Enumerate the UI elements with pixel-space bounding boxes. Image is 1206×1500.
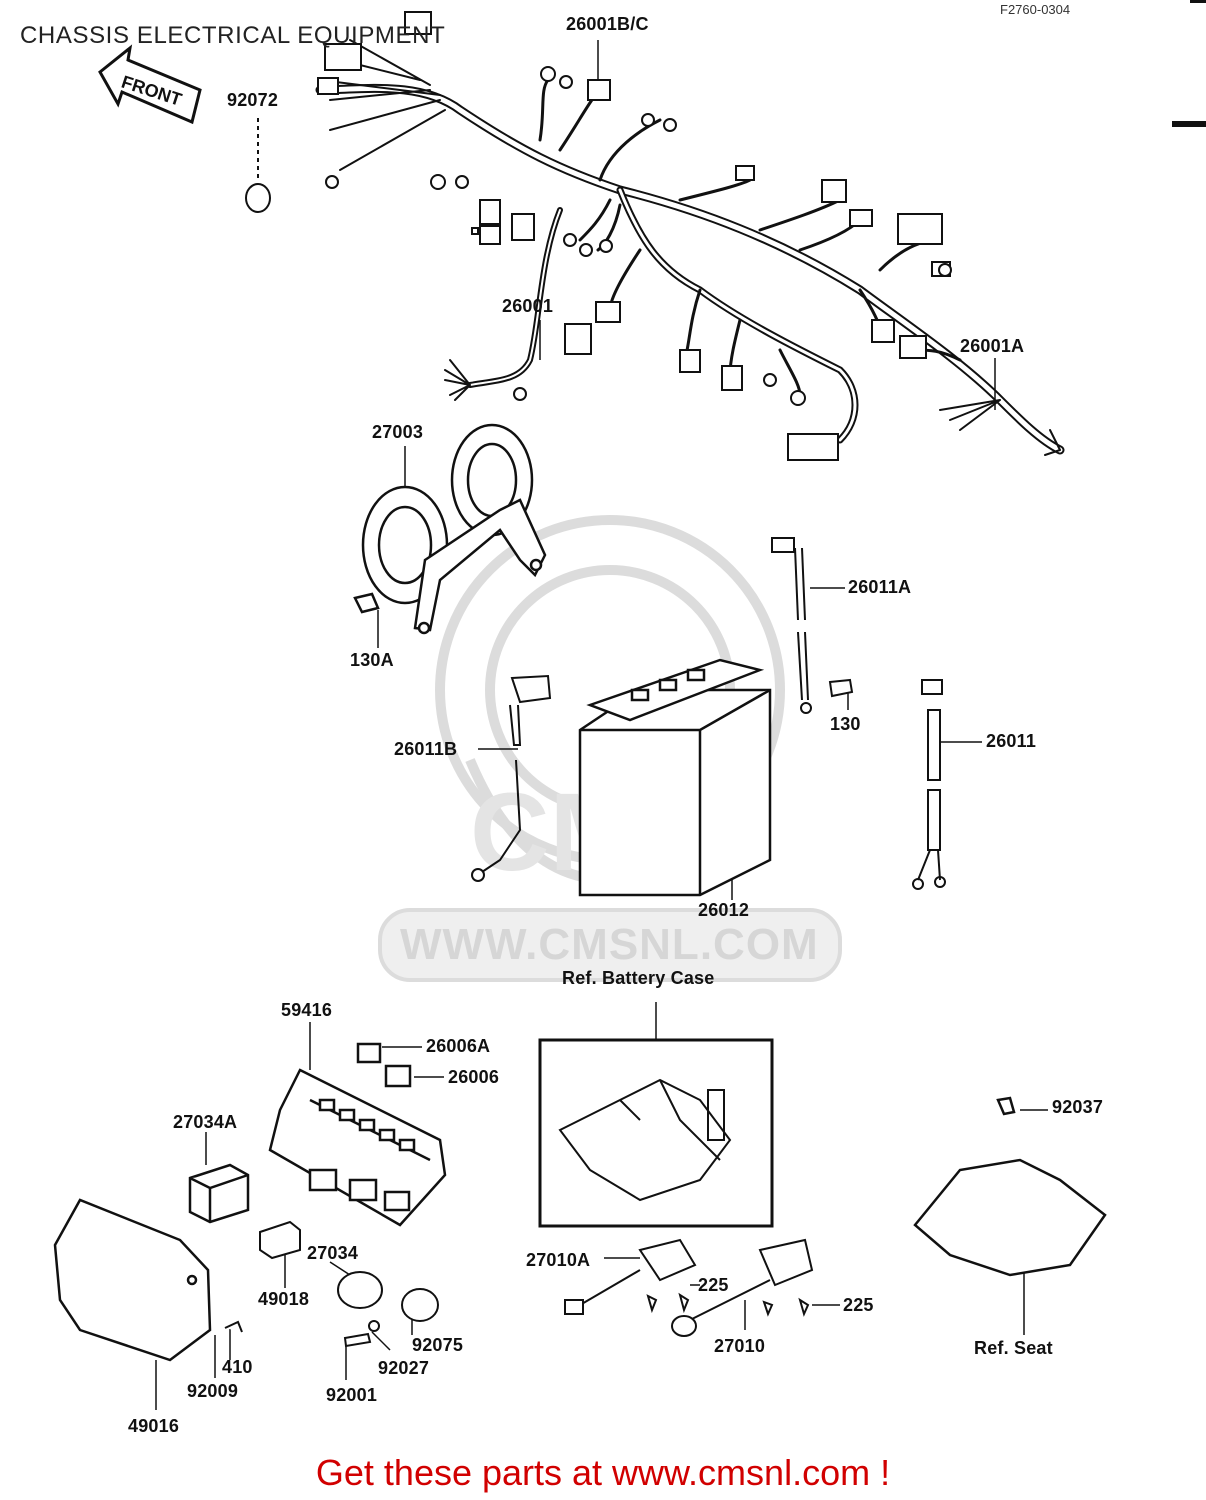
part-label-92072[interactable]: 92072 — [227, 90, 279, 110]
part-label-26011[interactable]: 26011 — [986, 731, 1037, 751]
footer-promo-link[interactable]: Get these parts at www.cmsnl.com ! — [315, 1452, 891, 1493]
seat-icon — [913, 1096, 1107, 1277]
cable-26011b-icon — [471, 674, 552, 882]
part-label-26001bc[interactable]: 26001B/C — [566, 14, 649, 34]
leader-lines — [155, 40, 1048, 1410]
battery-case-frame — [538, 1038, 774, 1228]
part-label-26001a[interactable]: 26001A — [960, 336, 1025, 356]
part-label-26006a[interactable]: 26006A — [426, 1036, 491, 1056]
part-label-92037[interactable]: 92037 — [1052, 1097, 1104, 1117]
fusebox-59416-icon — [268, 1042, 447, 1227]
relay-49018-icon — [259, 1220, 301, 1260]
cable-26011-icon — [912, 679, 946, 890]
relay-27034-icon — [224, 1271, 439, 1348]
part-label-26001[interactable]: 26001 — [502, 296, 554, 316]
part-label-130[interactable]: 130 — [830, 714, 861, 734]
cover-49016-icon — [53, 1198, 212, 1362]
figure-code: F2760-0304 — [1000, 2, 1071, 17]
part-label-410[interactable]: 410 — [222, 1357, 253, 1377]
front-arrow-icon: FRONT — [98, 44, 202, 125]
part-label-225-b[interactable]: 225 — [843, 1295, 874, 1315]
part-label-26011b[interactable]: 26011B — [394, 739, 458, 759]
part-label-26012[interactable]: 26012 — [698, 900, 750, 920]
main-wiring-harness — [315, 39, 1065, 456]
ref-seat-label: Ref. Seat — [974, 1338, 1053, 1358]
harness-connectors — [317, 11, 952, 461]
part-label-27034a[interactable]: 27034A — [173, 1112, 238, 1132]
ref-battery-case-label: Ref. Battery Case — [562, 968, 715, 988]
bracket-27010-icon — [564, 1238, 814, 1337]
part-label-27010[interactable]: 27010 — [714, 1336, 766, 1356]
part-label-130a[interactable]: 130A — [350, 650, 394, 670]
part-label-27003[interactable]: 27003 — [372, 422, 424, 442]
part-label-27010a[interactable]: 27010A — [526, 1250, 591, 1270]
part-label-92009[interactable]: 92009 — [187, 1381, 239, 1401]
part-label-26006[interactable]: 26006 — [448, 1067, 500, 1087]
relay-27034a-icon — [188, 1163, 250, 1224]
part-label-26011a[interactable]: 26011A — [848, 577, 912, 597]
page-title: CHASSIS ELECTRICAL EQUIPMENT — [20, 22, 446, 49]
cable-26011a-icon — [771, 537, 854, 714]
part-label-59416[interactable]: 59416 — [281, 1000, 333, 1020]
part-label-92075[interactable]: 92075 — [412, 1335, 464, 1355]
part-label-49016[interactable]: 49016 — [128, 1416, 180, 1436]
part-label-92001[interactable]: 92001 — [326, 1385, 378, 1405]
horn-assembly-icon — [353, 423, 547, 635]
edge-marks — [1172, 0, 1206, 127]
part-label-225-a[interactable]: 225 — [698, 1275, 729, 1295]
part-label-27034[interactable]: 27034 — [307, 1243, 359, 1263]
part-label-49018[interactable]: 49018 — [258, 1289, 310, 1309]
part-label-92027[interactable]: 92027 — [378, 1358, 430, 1378]
battery-26012-icon — [578, 658, 772, 897]
clamp-92072-icon — [245, 118, 271, 213]
watermark-url: WWW.CMSNL.COM — [400, 920, 819, 969]
